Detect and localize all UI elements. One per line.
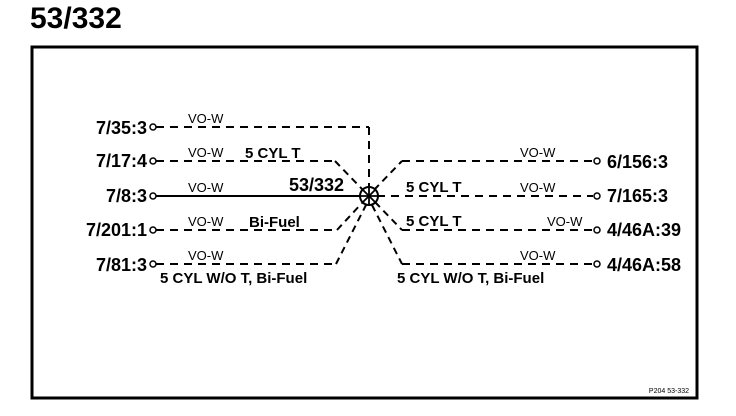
terminal-label: 6/156:3 bbox=[607, 152, 668, 172]
diagram-frame bbox=[30, 45, 699, 400]
wire-right-2: 5 CYL T VO-W 7/165:3 bbox=[377, 179, 668, 206]
option-note: 5 CYL T bbox=[406, 213, 462, 230]
terminal-label: 7/201:1 bbox=[86, 220, 147, 240]
wire-left-5: 7/81:3 VO-W 5 CYL W/O T, Bi-Fuel bbox=[96, 204, 367, 287]
wire-color-label: VO-W bbox=[547, 214, 583, 229]
option-note: 5 CYL W/O T, Bi-Fuel bbox=[160, 270, 307, 287]
wire-left-2: 7/17:4 VO-W 5 CYL T bbox=[96, 145, 364, 191]
reference-code: P204 53-332 bbox=[649, 388, 689, 395]
wire-left-1: 7/35:3 VO-W bbox=[96, 111, 370, 186]
wire-line bbox=[335, 204, 367, 265]
wire-right-1: VO-W 6/156:3 bbox=[373, 145, 668, 191]
wire-line bbox=[336, 202, 363, 231]
terminal-label: 4/46A:58 bbox=[607, 255, 681, 275]
wire-right-4: VO-W 5 CYL W/O T, Bi-Fuel 4/46A:58 bbox=[371, 204, 681, 287]
option-note: Bi-Fuel bbox=[249, 214, 300, 231]
option-note: 5 CYL T bbox=[406, 179, 462, 196]
terminal-connector bbox=[149, 192, 157, 200]
terminal-connector bbox=[149, 226, 157, 234]
terminal-connector bbox=[593, 226, 601, 234]
terminal-label: 4/46A:39 bbox=[607, 220, 681, 240]
page-title: 53/332 bbox=[30, 2, 122, 35]
terminal-label: 7/17:4 bbox=[96, 151, 147, 171]
wire-color-label: VO-W bbox=[520, 145, 556, 160]
wire-left-3: 7/8:3 VO-W bbox=[106, 180, 360, 206]
wire-color-label: VO-W bbox=[188, 248, 224, 263]
wire-color-label: VO-W bbox=[188, 180, 224, 195]
splice-label: 53/332 bbox=[289, 175, 344, 195]
wire-left-4: 7/201:1 VO-W Bi-Fuel bbox=[86, 202, 363, 240]
wire-line bbox=[374, 201, 403, 231]
wire-color-label: VO-W bbox=[188, 111, 224, 126]
terminal-label: 7/8:3 bbox=[106, 186, 147, 206]
wire-color-label: VO-W bbox=[188, 214, 224, 229]
terminal-label: 7/81:3 bbox=[96, 255, 147, 275]
option-note: 5 CYL T bbox=[245, 145, 301, 162]
wire-line bbox=[334, 160, 364, 191]
wire-color-label: VO-W bbox=[188, 145, 224, 160]
terminal-connector bbox=[593, 157, 601, 165]
wire-right-3: 5 CYL T VO-W 4/46A:39 bbox=[374, 201, 681, 240]
terminal-connector bbox=[149, 157, 157, 165]
terminal-connector bbox=[149, 260, 157, 268]
terminal-connector bbox=[593, 260, 601, 268]
wire-color-label: VO-W bbox=[520, 180, 556, 195]
wire-line bbox=[373, 160, 403, 191]
splice-node: 53/332 bbox=[289, 175, 379, 206]
wire-color-label: VO-W bbox=[520, 248, 556, 263]
terminal-label: 7/165:3 bbox=[607, 186, 668, 206]
option-note: 5 CYL W/O T, Bi-Fuel bbox=[397, 270, 544, 287]
terminal-connector bbox=[149, 123, 157, 131]
terminal-connector bbox=[593, 192, 601, 200]
terminal-label: 7/35:3 bbox=[96, 118, 147, 138]
